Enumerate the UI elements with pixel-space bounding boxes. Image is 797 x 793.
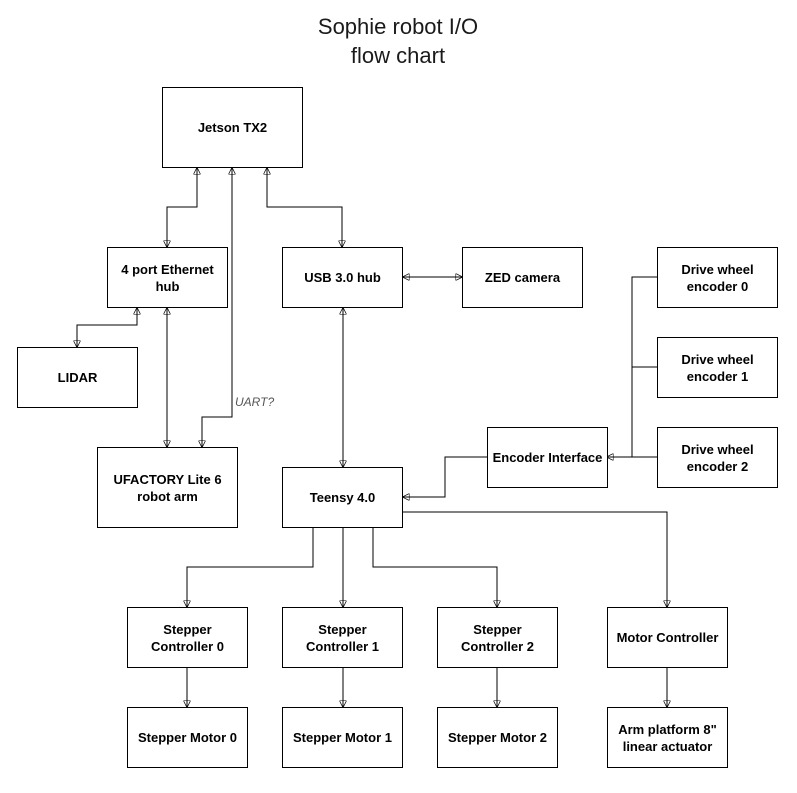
chart-title-line2: flow chart (350, 43, 446, 68)
drive-wheel-encoder-1-node[interactable]: Drive wheel encoder 1 (657, 337, 778, 398)
stepper-motor-1-node[interactable]: Stepper Motor 1 (282, 707, 403, 768)
lidar-node[interactable]: LIDAR (17, 347, 138, 408)
robot-arm-node[interactable]: UFACTORY Lite 6 robot arm (97, 447, 238, 528)
edge-jetson-usb (267, 168, 342, 247)
edge-ethernet-lidar (77, 308, 137, 347)
teensy-node[interactable]: Teensy 4.0 (282, 467, 403, 528)
chart-title-line1: Sophie robot I/O (317, 14, 479, 39)
stepper-controller-1-node[interactable]: Stepper Controller 1 (282, 607, 403, 668)
edge-teensy-motor-ctrl (403, 511, 667, 607)
usb-hub-node[interactable]: USB 3.0 hub (282, 247, 403, 308)
edge-teensy-stepper-ctrl0 (187, 528, 314, 607)
motor-controller-node[interactable]: Motor Controller (607, 607, 728, 668)
drive-wheel-encoder-0-node[interactable]: Drive wheel encoder 0 (657, 247, 778, 308)
zed-camera-node[interactable]: ZED camera (462, 247, 583, 308)
edge-encoder0-bus (631, 276, 657, 457)
linear-actuator-node[interactable]: Arm platform 8" linear actuator (607, 707, 728, 768)
jetson-tx2-node[interactable]: Jetson TX2 (162, 87, 303, 168)
uart-edge-label: UART? (235, 395, 275, 409)
encoder-interface-node[interactable]: Encoder Interface (487, 427, 608, 488)
edge-jetson-arm-uart (202, 168, 232, 447)
drive-wheel-encoder-2-node[interactable]: Drive wheel encoder 2 (657, 427, 778, 488)
edge-jetson-ethernet (167, 168, 197, 247)
stepper-motor-2-node[interactable]: Stepper Motor 2 (437, 707, 558, 768)
ethernet-hub-node[interactable]: 4 port Ethernet hub (107, 247, 228, 308)
stepper-controller-2-node[interactable]: Stepper Controller 2 (437, 607, 558, 668)
edge-encoder-interface-teensy (403, 456, 487, 497)
stepper-controller-0-node[interactable]: Stepper Controller 0 (127, 607, 248, 668)
edge-teensy-stepper-ctrl2 (372, 528, 497, 607)
stepper-motor-0-node[interactable]: Stepper Motor 0 (127, 707, 248, 768)
